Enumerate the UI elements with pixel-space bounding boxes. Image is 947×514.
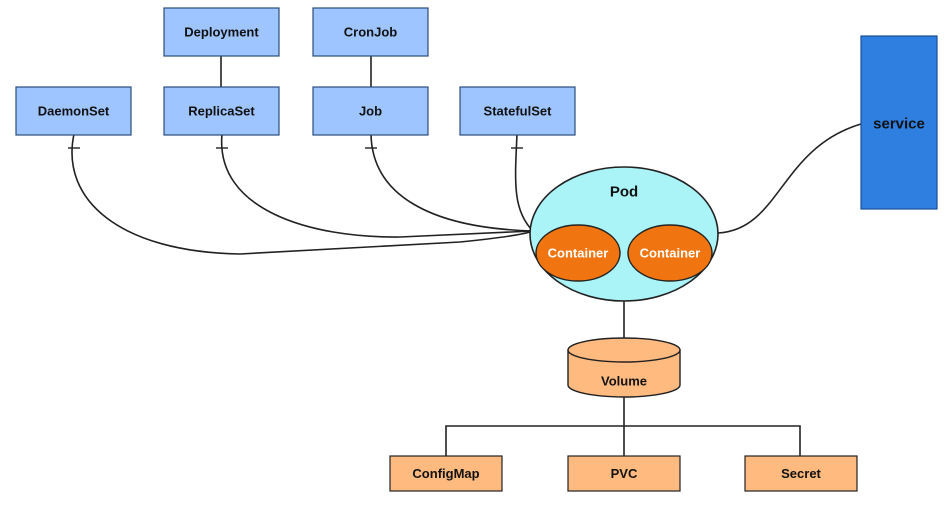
container-1-ellipse xyxy=(535,224,621,282)
statefulset-label: StatefulSet xyxy=(484,104,553,119)
job-label: Job xyxy=(359,104,382,119)
storage-pvc: PVC xyxy=(567,455,681,492)
cronjob-box xyxy=(312,7,429,57)
controller-deployment: Deployment xyxy=(163,7,280,57)
connector-job-pod xyxy=(370,133,534,232)
pvc-box xyxy=(567,455,681,492)
controller-daemonset: DaemonSet xyxy=(15,86,132,136)
statefulset-box xyxy=(459,86,576,136)
controller-job: Job xyxy=(312,86,429,136)
storage-secret: Secret xyxy=(744,455,858,492)
service-box xyxy=(860,35,938,210)
volume-label: Volume xyxy=(601,374,647,389)
configmap-label: ConfigMap xyxy=(412,466,479,481)
connector-replicaset-pod xyxy=(221,133,534,238)
controller-statefulset: StatefulSet xyxy=(459,86,576,136)
connector-pod-service xyxy=(717,123,862,234)
deployment-box xyxy=(163,7,280,57)
deployment-label: Deployment xyxy=(184,25,259,40)
daemonset-label: DaemonSet xyxy=(38,104,110,119)
pvc-label: PVC xyxy=(611,466,638,481)
job-box xyxy=(312,86,429,136)
cronjob-label: CronJob xyxy=(344,25,398,40)
controller-cronjob: CronJob xyxy=(312,7,429,57)
pod-label: Pod xyxy=(610,184,638,201)
configmap-box xyxy=(389,455,503,492)
container-2-label: Container xyxy=(640,246,701,261)
service-node: service xyxy=(860,35,938,210)
daemonset-box xyxy=(15,86,132,136)
secret-box xyxy=(744,455,858,492)
volume-body xyxy=(567,349,681,398)
connector-daemonset-pod xyxy=(71,133,534,255)
replicaset-box xyxy=(163,86,280,136)
replicaset-label: ReplicaSet xyxy=(188,104,255,119)
volume-top xyxy=(567,337,681,363)
container-2-ellipse xyxy=(627,224,713,282)
service-label: service xyxy=(873,116,925,133)
volume-node: Volume xyxy=(567,337,681,398)
connector-storage-branch xyxy=(445,425,801,456)
storage-configmap: ConfigMap xyxy=(389,455,503,492)
controller-replicaset: ReplicaSet xyxy=(163,86,280,136)
secret-label: Secret xyxy=(781,466,821,481)
pod-node: Pod Container Container xyxy=(529,166,719,302)
container-1-label: Container xyxy=(548,246,609,261)
